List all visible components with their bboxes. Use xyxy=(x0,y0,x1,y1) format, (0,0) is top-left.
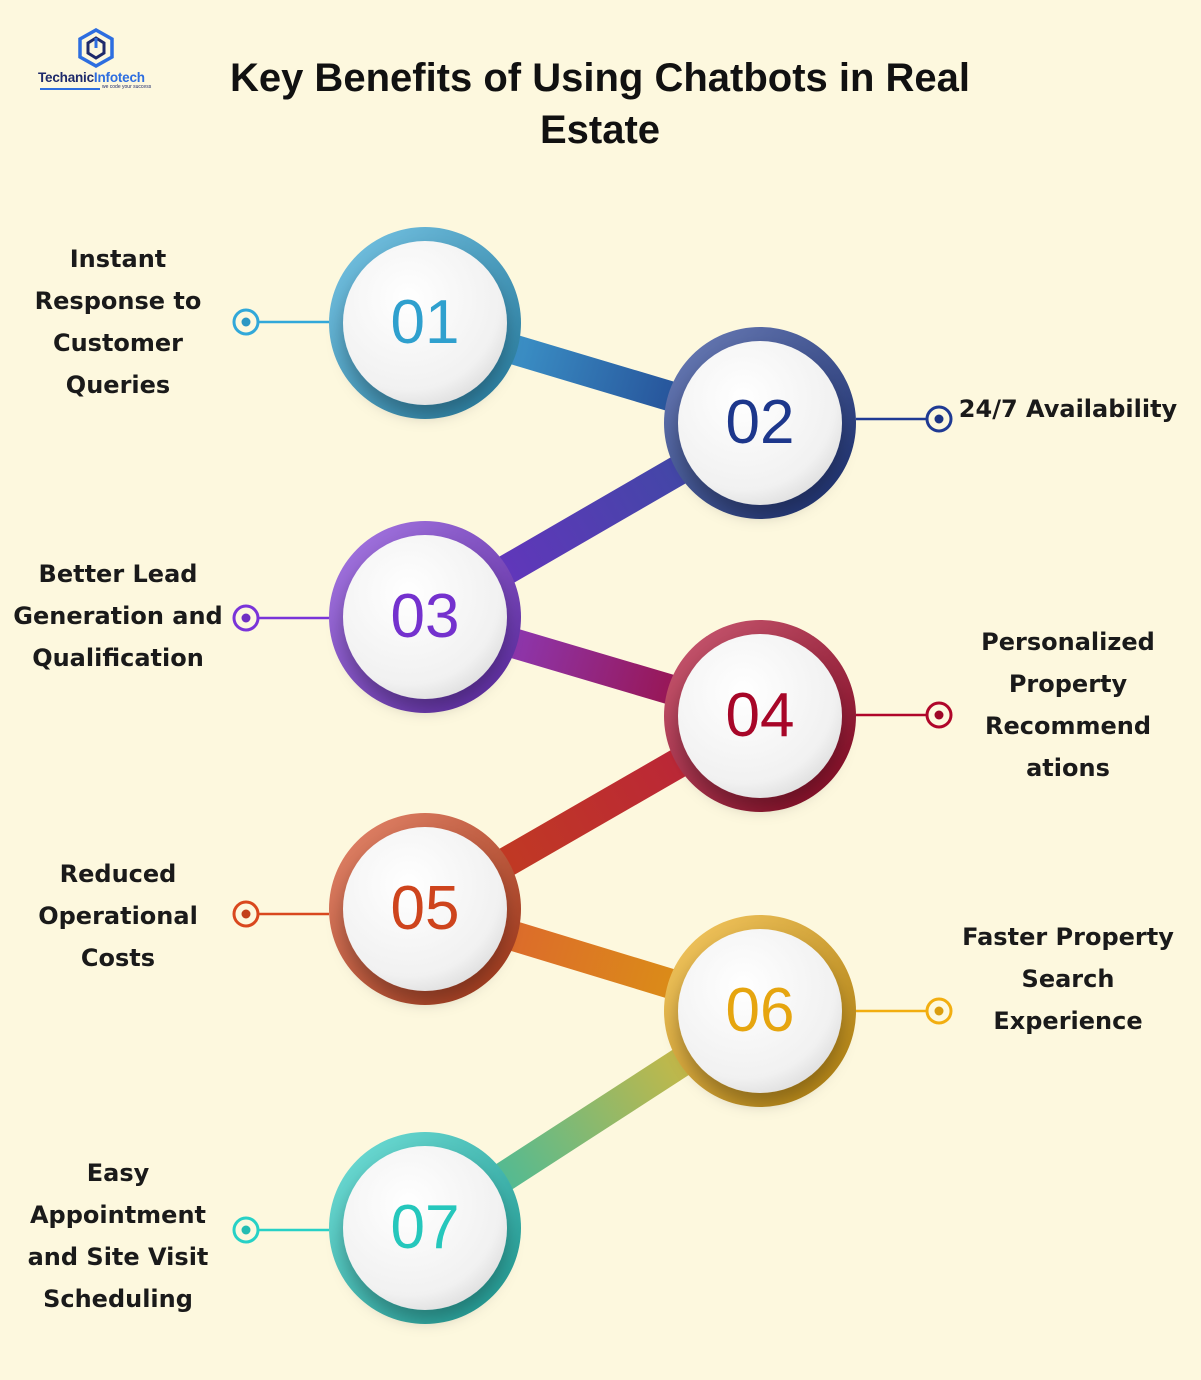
step-number-1: 01 xyxy=(390,288,460,357)
cube-logo-icon xyxy=(78,28,114,68)
logo-brand-part1: Techanic xyxy=(38,70,94,85)
step-circle-6 xyxy=(664,915,856,1107)
step-circle-3 xyxy=(329,521,521,713)
step-number-3: 03 xyxy=(390,582,460,651)
step-number-5: 05 xyxy=(390,874,460,943)
step-circle-1 xyxy=(329,227,521,419)
logo-underline xyxy=(40,88,100,90)
step-number-6: 06 xyxy=(725,976,795,1045)
leader-dot-core-7 xyxy=(241,1225,251,1235)
step-circle-5 xyxy=(329,813,521,1005)
step-inner-4 xyxy=(678,634,842,798)
step-number-7: 07 xyxy=(390,1193,460,1262)
logo-brand-part2: Infotech xyxy=(93,70,145,85)
leader-dot-core-6 xyxy=(934,1006,944,1016)
leader-dot-core-2 xyxy=(934,414,944,424)
step-label-2: 24/7 Availability xyxy=(958,395,1178,423)
step-inner-2 xyxy=(678,341,842,505)
step-circle-7 xyxy=(329,1132,521,1324)
leader-dot-core-5 xyxy=(241,909,251,919)
leader-dot-core-1 xyxy=(241,317,251,327)
leader-dot-core-4 xyxy=(934,710,944,720)
step-inner-3 xyxy=(343,535,507,699)
step-inner-6 xyxy=(678,929,842,1093)
step-circle-4 xyxy=(664,620,856,812)
step-number-4: 04 xyxy=(725,681,795,750)
page-title: Key Benefits of Using Chatbots in Real E… xyxy=(229,56,971,152)
step-label-1: Instant Response to Customer Queries xyxy=(34,245,202,399)
step-inner-7 xyxy=(343,1146,507,1310)
step-label-5: Reduced Operational Costs xyxy=(38,860,198,972)
step-inner-5 xyxy=(343,827,507,991)
logo-tagline: we code your success xyxy=(102,84,152,90)
step-label-7: Easy Appointment and Site Visit Scheduli… xyxy=(27,1159,209,1313)
step-number-2: 02 xyxy=(725,388,795,457)
step-inner-1 xyxy=(343,241,507,405)
step-label-3: Better Lead Generation and Qualification xyxy=(13,560,223,672)
step-circle-2 xyxy=(664,327,856,519)
step-label-4: Personalized Property Recommend ations xyxy=(981,628,1155,782)
step-label-6: Faster Property Search Experience xyxy=(962,923,1174,1035)
logo-brand: TechanicInfotech xyxy=(38,70,145,85)
leader-dot-core-3 xyxy=(241,613,251,623)
